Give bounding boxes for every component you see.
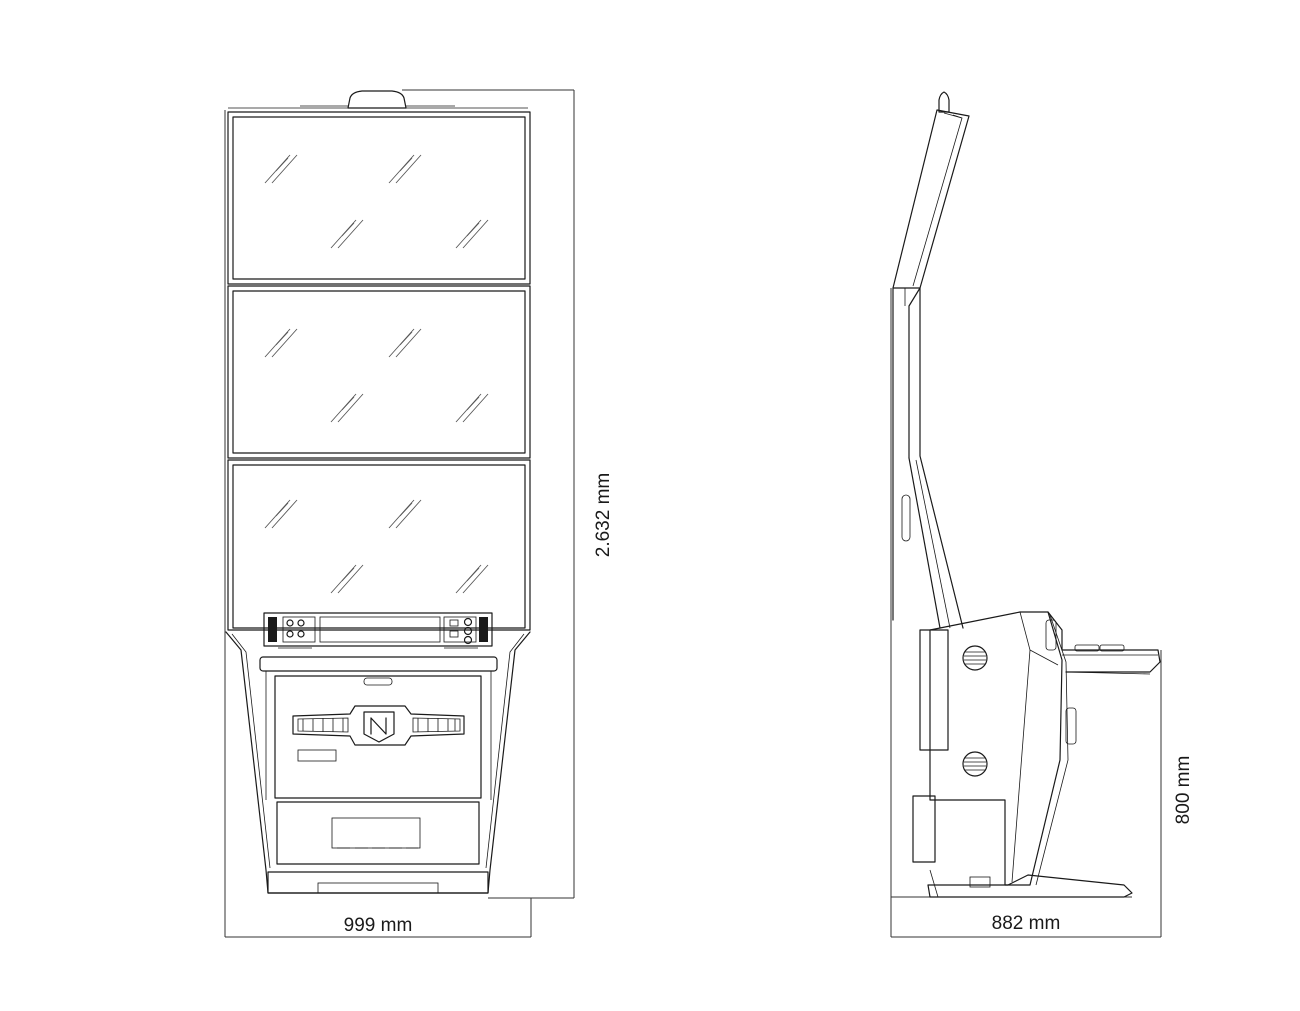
side-main-body [912, 611, 1069, 886]
front-width-label: 999 mm [344, 915, 413, 936]
n-emblem-icon [292, 705, 465, 746]
side-base [927, 869, 1133, 898]
total-height-label: 2.632 mm [593, 473, 614, 557]
side-upper-screen [892, 109, 970, 289]
front-screens [227, 111, 531, 631]
side-control-panel [1045, 611, 1161, 745]
front-dimension-lines [224, 89, 575, 938]
play-deck [259, 656, 498, 672]
side-top-light [938, 91, 950, 113]
front-view [224, 89, 575, 938]
seat-height-label: 800 mm [1173, 756, 1194, 825]
belly-panel [274, 675, 482, 799]
button-deck [263, 612, 493, 649]
lower-door [276, 801, 480, 865]
side-view [890, 91, 1162, 938]
screen-glare-marks [264, 154, 489, 594]
top-light [347, 90, 407, 109]
speaker-grille-icon [962, 645, 988, 777]
side-mid-screen [908, 287, 964, 629]
side-depth-label: 882 mm [992, 913, 1061, 934]
front-base [267, 871, 489, 894]
